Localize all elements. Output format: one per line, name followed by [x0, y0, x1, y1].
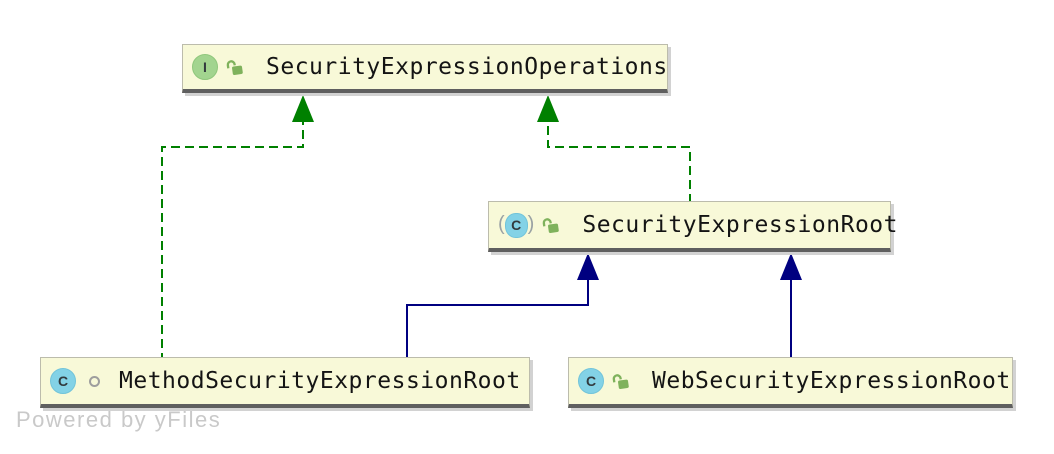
arrowhead-implements-left — [292, 95, 314, 122]
arrowhead-extends-right — [780, 253, 802, 280]
paren-right: ) — [527, 213, 535, 235]
class-letter-icon: C — [504, 212, 528, 238]
interface-icon: I — [192, 54, 218, 80]
node-security-expression-operations[interactable]: I SecurityExpressionOperations — [182, 44, 668, 93]
class-name: WebSecurityExpressionRoot — [652, 368, 1011, 394]
arrowhead-extends-left — [577, 253, 599, 280]
edge-root-implements-operations[interactable] — [547, 121, 691, 203]
class-icon: C — [578, 368, 604, 394]
node-method-security-expression-root[interactable]: C MethodSecurityExpressionRoot — [40, 357, 530, 408]
unlocked-icon — [540, 215, 560, 235]
package-local-icon — [89, 375, 100, 387]
paren-left: ( — [498, 213, 505, 235]
unlocked-icon — [610, 371, 630, 391]
yfiles-watermark: Powered by yFiles — [16, 407, 222, 432]
edge-method-implements-operations[interactable] — [161, 121, 304, 362]
node-web-security-expression-root[interactable]: C WebSecurityExpressionRoot — [568, 357, 1013, 408]
arrowhead-implements-right — [537, 95, 559, 122]
abstract-class-icon: ( C ) — [498, 212, 535, 238]
class-name: SecurityExpressionRoot — [582, 212, 898, 238]
class-name: SecurityExpressionOperations — [266, 54, 668, 80]
edge-method-extends-root[interactable] — [406, 279, 589, 360]
unlocked-icon — [224, 57, 244, 77]
class-icon: C — [50, 368, 76, 394]
node-security-expression-root[interactable]: ( C ) SecurityExpressionRoot — [488, 201, 897, 252]
class-name: MethodSecurityExpressionRoot — [119, 368, 521, 394]
